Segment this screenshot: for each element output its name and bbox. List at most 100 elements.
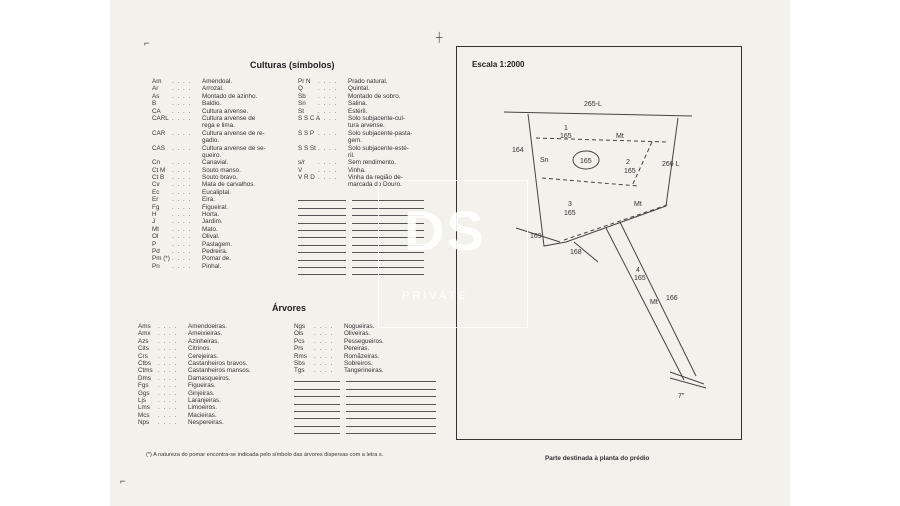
leader-dots [318, 152, 348, 159]
legend-row: Cv. . . .Mata de carvalhos. [152, 181, 266, 188]
legend-row: Rms. . . .Romãzeiras. [294, 353, 384, 360]
legend-row: Sbs. . . .Sobreiros. [294, 360, 384, 367]
leader-dots [318, 137, 348, 144]
property-plan: 265-L 266 L 164 169 165 1 165 2 165 3 16… [503, 101, 707, 400]
legend-code: Prs [294, 345, 304, 353]
legend-name: Estéril. [348, 107, 368, 115]
legend-row: Am. . . .Amendoal. [152, 78, 266, 85]
legend-name: Pinhal. [202, 262, 222, 270]
culturas-right-column: Pr N. . . .Prado natural.Q. . . .Quintal… [298, 78, 412, 189]
leader-dots [318, 122, 348, 129]
legend-name: Azinheiras. [188, 337, 220, 345]
legend-code: Ctms [138, 367, 153, 375]
legend-code: Pr N [298, 78, 311, 85]
plan-label-p1: 1 [564, 125, 568, 132]
legend-name: Montado de azinho. [202, 92, 258, 100]
legend-row: CAS. . . .Cultura arvense de se- [152, 145, 266, 152]
leader-dots: . . . . [318, 107, 338, 115]
leader-dots: . . . . [172, 188, 192, 196]
leader-dots: . . . . [172, 85, 192, 93]
legend-row: Pr N. . . .Prado natural. [298, 78, 412, 85]
leader-dots: . . . . [314, 330, 334, 338]
legend-row: Dms. . . .Damasqueiros. [138, 375, 251, 382]
legend-name: Amendoeiras. [188, 323, 227, 330]
legend-code: As [152, 92, 160, 100]
corner-mark-bottom-left: ⌐ [120, 476, 126, 486]
legend-row: V. . . .Vinha. [298, 167, 412, 174]
legend-code: Am [152, 78, 162, 85]
legend-name: Sem rendimento. [348, 159, 396, 167]
leader-dots: . . . . [172, 107, 192, 115]
legend-name: gem. [348, 137, 362, 145]
legend-code: S S C A [298, 114, 321, 122]
legend-name: Solo subjacente-pasta- [348, 129, 413, 137]
leader-dots: . . . . [172, 92, 192, 100]
legend-code: Ljs [138, 396, 147, 404]
legend-row: CARL. . . .Cultura arvense de [152, 115, 266, 122]
legend-code: S S P [298, 129, 315, 137]
legend-row: CA. . . .Cultura arvense. [152, 108, 266, 115]
leader-dots: . . . . [158, 411, 178, 419]
legend-row: s/r. . . .Sem rendimento. [298, 159, 412, 166]
plan-dashed-line-1 [535, 137, 669, 143]
legend-row: St. . . .Estéril. [298, 108, 412, 115]
legend-code: Pn [152, 262, 160, 270]
culturas-title: Culturas (símbolos) [250, 60, 335, 70]
leader-dots: . . . . [314, 345, 334, 353]
legend-row: Amx. . . .Ameixieiras. [138, 330, 251, 337]
legend-name: tura arvense. [348, 122, 385, 130]
legend-code: Ec [152, 188, 160, 196]
legend-code [152, 137, 172, 144]
legend-name: Prado natural. [348, 78, 388, 85]
leader-dots: . . . . [158, 396, 178, 404]
legend-code: Mt [152, 225, 159, 233]
plan-label-west-top: 164 [512, 147, 524, 154]
legend-name: Amendoal. [202, 78, 233, 85]
legend-code: CA [152, 107, 161, 115]
legend-name: Pastagem. [202, 240, 233, 248]
legend-row: Cn. . . .Canavial. [152, 159, 266, 166]
legend-row: gem. [298, 137, 412, 144]
legend-code: Ols [294, 330, 304, 338]
legend-name: Montado de sobro. [348, 92, 401, 100]
plan-label-p2b: 165 [624, 168, 636, 175]
legend-code: Ngs [294, 323, 306, 330]
plan-label-sn: Sn [540, 157, 549, 164]
corner-mark-top-left: ⌐ [144, 38, 150, 48]
watermark-logo: DS [404, 199, 486, 262]
legend-name: Eucaliptal. [202, 188, 232, 196]
leader-dots: . . . . [158, 345, 178, 353]
legend-name: Vinha da região de- [348, 174, 403, 182]
leader-dots: . . . . [158, 367, 178, 375]
legend-code: Ggs [138, 389, 150, 397]
legend-name: Pedreira. [202, 247, 228, 255]
plan-label-mt3: Mt [650, 299, 658, 306]
legend-code: Tgs [294, 367, 305, 375]
legend-row: Ljs. . . .Laranjeiras. [138, 397, 251, 404]
plan-label-p2: 2 [626, 159, 630, 166]
legend-name: ril. [348, 151, 355, 159]
legend-name: Salina. [348, 100, 368, 108]
leader-dots: . . . . [314, 337, 334, 345]
plan-label-mt2: Mt [634, 201, 642, 208]
legend-row: Ar. . . .Arrozal. [152, 85, 266, 92]
legend-name: Arrozal. [202, 85, 224, 93]
legend-row: Sb. . . .Montado de sobro. [298, 93, 412, 100]
legend-code: Dms [138, 374, 151, 382]
leader-dots: . . . . [172, 255, 192, 263]
legend-row: J. . . .Jardim. [152, 218, 266, 225]
legend-row: Pcs. . . .Pessegueiros. [294, 338, 384, 345]
legend-name: Horta. [202, 211, 220, 219]
legend-row: H. . . .Horta. [152, 211, 266, 218]
plan-strip-left [619, 221, 697, 377]
legend-row: CAR. . . .Cultura arvense de re- [152, 130, 266, 137]
plan-road-2 [669, 377, 707, 389]
legend-name: Quintal. [348, 85, 370, 93]
leader-dots: . . . . [158, 419, 178, 427]
legend-row: Q. . . .Quintal. [298, 85, 412, 92]
legend-name: Eira. [202, 196, 215, 204]
legend-row: Ct M. . . .Souto manso. [152, 167, 266, 174]
legend-code: P [152, 240, 157, 248]
leader-dots: . . . . [172, 262, 192, 270]
legend-code: Azs [138, 337, 149, 345]
